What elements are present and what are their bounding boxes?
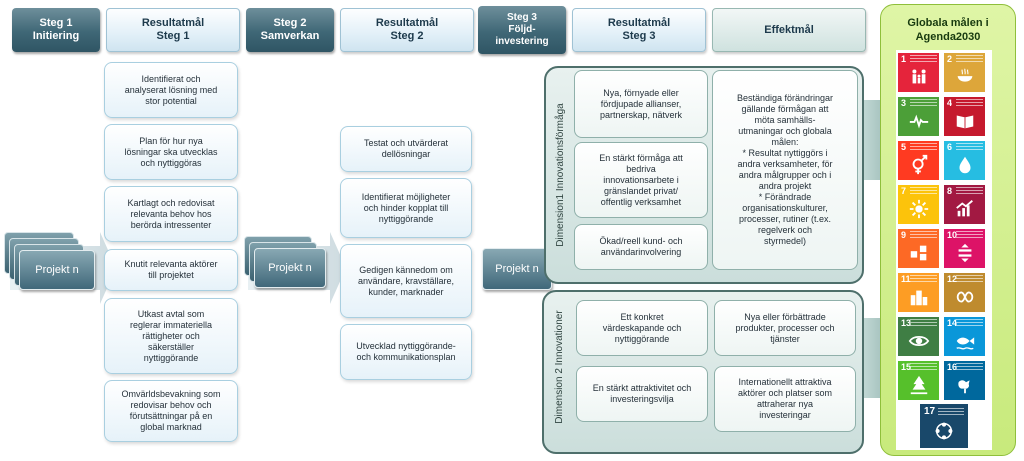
sdg-tile-caption-lines: [956, 231, 983, 240]
sdg-tile-11: 11: [898, 273, 939, 312]
project-n-steg2: Projekt n: [254, 248, 326, 288]
sdg-tile-caption-lines: [910, 275, 937, 284]
zero-hunger-icon: [957, 68, 973, 82]
sdg-tile-number: 12: [947, 274, 958, 284]
sdg-tile-caption-lines: [956, 363, 983, 372]
steg1-result-5: Utkast avtal som reglerar immateriella r…: [104, 298, 238, 374]
partnerships-icon: [935, 422, 953, 440]
project-n-steg3: Projekt n: [482, 248, 552, 290]
sdg-tile-number: 14: [947, 318, 958, 328]
dimension1-result-1: Nya, förnyade eller fördjupade allianser…: [574, 70, 708, 138]
dimension1-result-2: En stärkt förmåga att bedriva innovation…: [574, 142, 708, 218]
sdg-tile-17-number: 17: [924, 406, 936, 417]
good-health-icon: [909, 114, 929, 129]
sdg-title: Globala målen i Agenda2030: [907, 17, 989, 43]
sdg-tile-caption-lines: [956, 55, 983, 64]
steg1-result-4: Knutit relevanta aktörer till projektet: [104, 249, 238, 291]
sdg-tile-15: 15: [898, 361, 939, 400]
gender-equality-icon: [912, 154, 928, 175]
industry-innovation-icon: [910, 245, 927, 261]
sdg-tile-2: 2: [944, 53, 985, 92]
sdg-tile-6: 6: [944, 141, 985, 180]
clean-water-icon: [959, 156, 971, 174]
sdg-tile-caption-lines: [910, 319, 937, 328]
sdg-tile-1: 1: [898, 53, 939, 92]
sdg-tile-number: 15: [901, 362, 912, 372]
sdg-tile-caption-lines: [956, 319, 983, 328]
sdg-tile-caption-lines: [956, 99, 983, 108]
sdg-tile-caption-lines: [910, 143, 937, 152]
sdg-tile-number: 13: [901, 318, 912, 328]
sdg-tile-4: 4: [944, 97, 985, 136]
decent-work-icon: [956, 200, 973, 217]
sustainable-cities-icon: [910, 290, 928, 306]
sdg-tile-number: 4: [947, 98, 953, 108]
sdg-tile-number: 7: [901, 186, 907, 196]
sdg-tile-13: 13: [898, 317, 939, 356]
dimension1-effect: Beständiga förändringar gällande förmåga…: [712, 70, 858, 270]
dimension2-effect-2: Internationellt attraktiva aktörer och p…: [714, 366, 856, 432]
header-steg2: Steg 2 Samverkan: [246, 8, 334, 52]
header-resultat-steg2: Resultatmål Steg 2: [340, 8, 474, 52]
sdg-tile-3: 3: [898, 97, 939, 136]
sdg-tile-number: 8: [947, 186, 953, 196]
sdg-tile-caption-lines: [956, 143, 983, 152]
header-steg3: Steg 3 Följd- investering: [478, 6, 566, 54]
sdg-tile-caption-lines: [910, 187, 937, 196]
sdg-tile-number: 10: [947, 230, 958, 240]
sdg-tile-14: 14: [944, 317, 985, 356]
clean-energy-icon: [909, 199, 929, 219]
sdg-tile-caption-lines: [910, 99, 937, 108]
sdg-tile-12: 12: [944, 273, 985, 312]
sdg-tile-10: 10: [944, 229, 985, 268]
sdg-tile-8: 8: [944, 185, 985, 224]
dimension2-effect-1: Nya eller förbättrade produkter, process…: [714, 300, 856, 356]
no-poverty-icon: [912, 69, 926, 84]
sdg-tile-16: 16: [944, 361, 985, 400]
sdg-tile-number: 6: [947, 142, 953, 152]
dimension2-label: Dimension 2 Innovationer: [554, 310, 565, 424]
header-resultat-steg3: Resultatmål Steg 3: [572, 8, 706, 52]
steg2-result-3: Gedigen kännedom om användare, kravställ…: [340, 244, 472, 318]
steg1-result-1: Identifierat och analyserat lösning med …: [104, 62, 238, 118]
sdg-tile-caption-lines: [956, 275, 983, 284]
sdg-tile-17: 17: [920, 404, 968, 448]
life-on-land-icon: [910, 375, 928, 395]
steg1-result-3: Kartlagt och redovisat relevanta behov h…: [104, 186, 238, 242]
sdg-tile-5: 5: [898, 141, 939, 180]
dimension2-result-2: En stärkt attraktivitet och investerings…: [576, 366, 708, 422]
steg2-result-4: Utvecklad nyttiggörande- och kommunikati…: [340, 324, 472, 380]
project-n-steg1: Projekt n: [19, 250, 95, 290]
reduced-inequalities-icon: [958, 243, 972, 263]
life-below-water-icon: [956, 337, 975, 350]
dimension1-result-3: Ökad/reell kund- och användarinvolvering: [574, 224, 708, 270]
dimension2-result-1: Ett konkret värdeskapande och nyttiggöra…: [576, 300, 708, 356]
dimension1-label: Dimension1 Innovationsförmåga: [555, 103, 566, 247]
sdg-tile-number: 1: [901, 54, 907, 64]
responsible-consumption-icon: [956, 291, 974, 303]
steg1-result-2: Plan för hur nya lösningar ska utvecklas…: [104, 124, 238, 180]
header-effektmal: Effektmål: [712, 8, 866, 52]
sdg-tile-number: 9: [901, 230, 907, 240]
steg1-result-6: Omvärldsbevakning som redovisar behov oc…: [104, 380, 238, 442]
sdg-tile-number: 11: [901, 274, 911, 284]
quality-education-icon: [956, 115, 974, 129]
sdg-tile-number: 3: [901, 98, 907, 108]
header-resultat-steg1: Resultatmål Steg 1: [106, 8, 240, 52]
peace-justice-icon: [958, 380, 970, 394]
sdg-tile-caption-lines: [956, 187, 983, 196]
sdg-tile-9: 9: [898, 229, 939, 268]
climate-action-icon: [908, 335, 930, 347]
sdg-tile-caption-lines: [910, 231, 937, 240]
sdg-tile-number: 5: [901, 142, 907, 152]
sdg-tile-7: 7: [898, 185, 939, 224]
header-steg1: Steg 1 Initiering: [12, 8, 100, 52]
sdg-tile-caption-lines: [910, 363, 937, 372]
steg2-result-1: Testat och utvärderat dellösningar: [340, 126, 472, 172]
sdg-tile-caption-lines: [910, 55, 937, 64]
sdg-tile-number: 16: [947, 362, 958, 372]
steg2-result-2: Identifierat möjligheter och hinder kopp…: [340, 178, 472, 238]
sdg-tile-number: 2: [947, 54, 953, 64]
